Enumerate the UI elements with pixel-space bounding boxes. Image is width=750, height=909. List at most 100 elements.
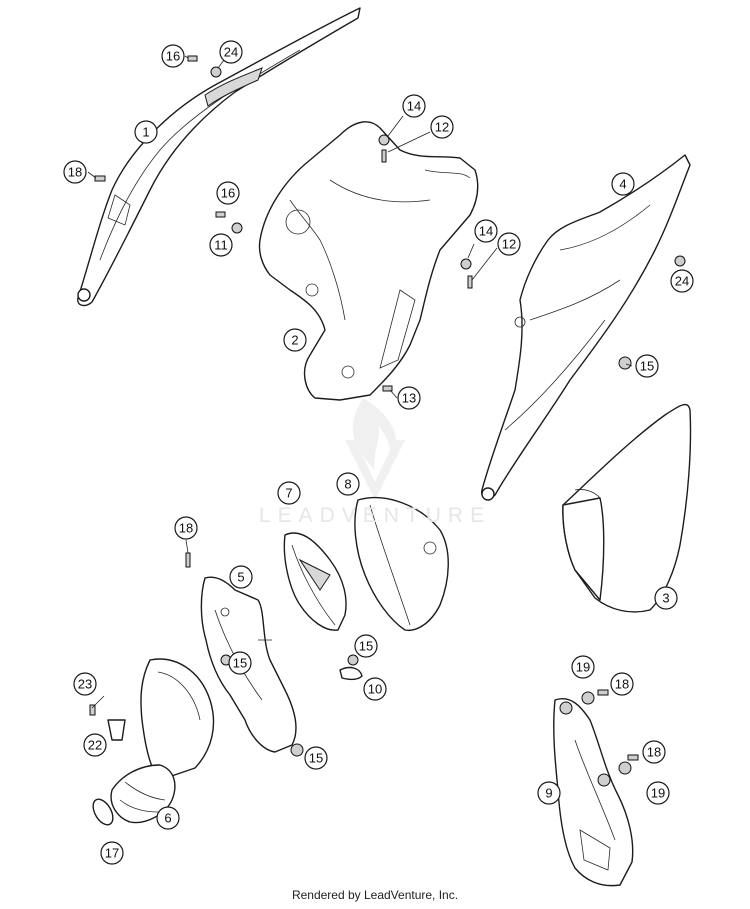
svg-text:19: 19 xyxy=(576,660,590,675)
svg-text:15: 15 xyxy=(359,639,373,654)
callout-4: 4 xyxy=(611,172,635,196)
svg-text:15: 15 xyxy=(309,751,323,766)
svg-text:5: 5 xyxy=(237,570,244,585)
svg-text:8: 8 xyxy=(344,477,351,492)
svg-text:4: 4 xyxy=(619,177,626,192)
svg-text:14: 14 xyxy=(407,99,421,114)
svg-text:16: 16 xyxy=(166,49,180,64)
callout-18-center: 18 xyxy=(174,516,198,540)
callout-6: 6 xyxy=(156,806,180,830)
footer-credit: Rendered by LeadVenture, Inc. xyxy=(291,888,459,902)
svg-text:19: 19 xyxy=(651,786,665,801)
callout-15-right: 15 xyxy=(635,354,659,378)
callout-16-mid: 16 xyxy=(216,181,240,205)
part-2-airbox xyxy=(258,121,479,401)
callout-19-bottom: 19 xyxy=(646,781,670,805)
svg-text:1: 1 xyxy=(142,125,149,140)
grommet-14-top xyxy=(378,134,390,146)
callout-23: 23 xyxy=(73,672,97,696)
callout-1: 1 xyxy=(134,120,158,144)
svg-text:13: 13 xyxy=(402,391,416,406)
bolt-18-guard-bottom xyxy=(627,754,639,761)
svg-text:16: 16 xyxy=(221,186,235,201)
svg-text:12: 12 xyxy=(502,237,516,252)
svg-text:6: 6 xyxy=(164,811,171,826)
bolt-18-left xyxy=(94,175,106,182)
part-22-fitting xyxy=(107,719,126,741)
svg-text:24: 24 xyxy=(675,274,689,289)
grommet-14-right xyxy=(460,258,472,270)
svg-text:2: 2 xyxy=(291,333,298,348)
grommet-15-clip xyxy=(347,654,359,666)
svg-text:11: 11 xyxy=(214,238,228,253)
part-1-fender-strip xyxy=(77,7,361,307)
svg-text:9: 9 xyxy=(545,786,552,801)
callout-8: 8 xyxy=(336,472,360,496)
callout-15-bottom: 15 xyxy=(304,746,328,770)
svg-text:18: 18 xyxy=(179,521,193,536)
callout-7: 7 xyxy=(277,481,301,505)
svg-text:15: 15 xyxy=(640,359,654,374)
callout-17: 17 xyxy=(100,841,124,865)
part-10-clip xyxy=(339,666,363,681)
callout-11: 11 xyxy=(209,233,233,257)
callout-22: 22 xyxy=(83,733,107,757)
callout-24-top: 24 xyxy=(219,40,243,64)
part-6-intake-funnel xyxy=(110,658,215,824)
callout-24-right: 24 xyxy=(670,269,694,293)
callout-3: 3 xyxy=(654,586,678,610)
screw-12-right xyxy=(467,275,473,289)
nut-24-top xyxy=(210,66,222,78)
bolt-16-top xyxy=(187,55,198,62)
svg-text:15: 15 xyxy=(233,656,247,671)
callout-16-top: 16 xyxy=(161,44,185,68)
grommet-15-bottom xyxy=(290,743,304,757)
bolt-18-guard-top xyxy=(597,689,609,696)
svg-text:18: 18 xyxy=(68,165,82,180)
callout-18-left: 18 xyxy=(63,160,87,184)
callout-18-guard-bottom: 18 xyxy=(642,740,666,764)
bolt-16-mid xyxy=(215,211,226,218)
callout-18-guard-top: 18 xyxy=(610,672,634,696)
part-7-filter-cage xyxy=(283,532,347,631)
part-4-side-panel xyxy=(481,154,691,501)
grommet-19-top xyxy=(581,691,595,705)
svg-text:22: 22 xyxy=(88,738,102,753)
svg-text:10: 10 xyxy=(368,682,382,697)
nut-24-right xyxy=(674,255,686,267)
grommet-15-right xyxy=(618,356,632,370)
svg-text:17: 17 xyxy=(105,846,119,861)
callout-19-top: 19 xyxy=(571,655,595,679)
bolt-18-center xyxy=(185,552,191,568)
grommet-11 xyxy=(231,222,243,234)
svg-text:14: 14 xyxy=(479,224,493,239)
bolt-13 xyxy=(382,385,393,392)
callout-15-bracket: 15 xyxy=(228,651,252,675)
part-3-number-plate xyxy=(562,403,692,613)
svg-text:3: 3 xyxy=(662,591,669,606)
svg-text:23: 23 xyxy=(78,677,92,692)
part-17-clamp-ring xyxy=(92,798,114,826)
callout-12-top: 12 xyxy=(430,115,454,139)
svg-text:7: 7 xyxy=(285,486,292,501)
watermark-logo xyxy=(345,398,405,500)
svg-text:24: 24 xyxy=(224,45,238,60)
callout-9: 9 xyxy=(537,781,561,805)
part-9-rear-guard xyxy=(553,698,634,887)
callout-2: 2 xyxy=(283,328,307,352)
svg-text:12: 12 xyxy=(435,120,449,135)
svg-text:18: 18 xyxy=(647,745,661,760)
screw-23 xyxy=(89,704,96,716)
svg-text:18: 18 xyxy=(615,677,629,692)
part-8-air-filter xyxy=(354,496,449,632)
callout-14-top: 14 xyxy=(402,94,426,118)
callout-15-clip: 15 xyxy=(354,634,378,658)
grommet-19-bottom xyxy=(618,761,632,775)
callout-10: 10 xyxy=(363,677,387,701)
callout-5: 5 xyxy=(229,565,253,589)
callout-12-right: 12 xyxy=(497,232,521,256)
screw-12-top xyxy=(381,149,387,163)
callout-13: 13 xyxy=(397,386,421,410)
watermark-text: LEADVENTURE xyxy=(258,504,492,527)
